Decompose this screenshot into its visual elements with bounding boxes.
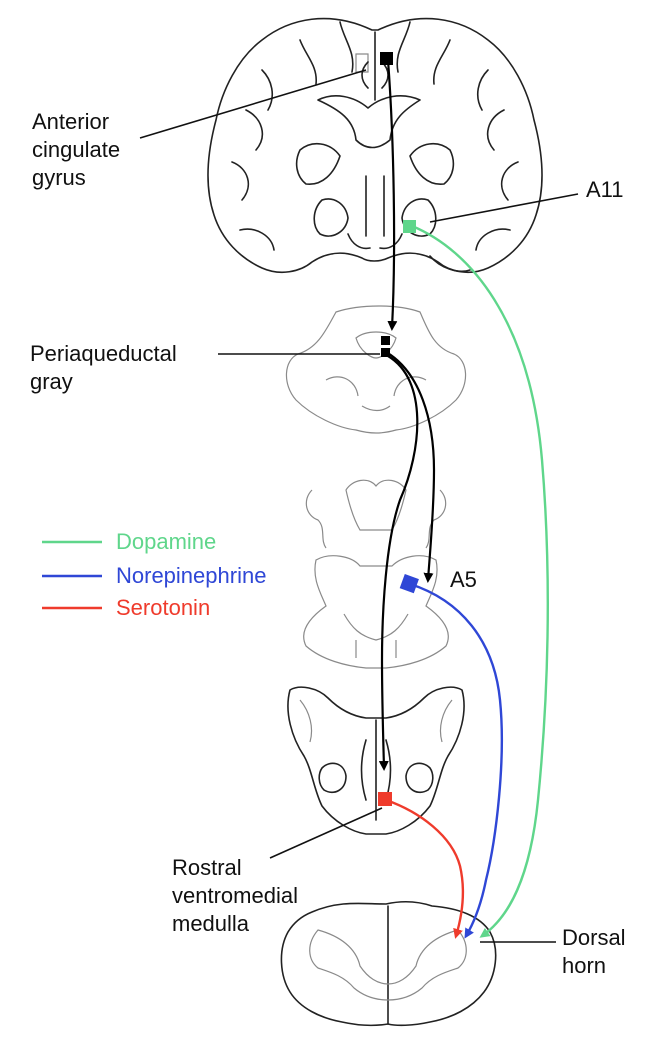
- label-pointers: [140, 70, 578, 942]
- pons-section: [304, 480, 449, 668]
- pag-marker-lower: [381, 348, 390, 357]
- a5-marker: [400, 574, 419, 593]
- legend-label-norepinephrine: Norepinephrine: [116, 563, 266, 589]
- spinal-cord-section: [281, 902, 495, 1025]
- brain-coronal-section: [208, 19, 542, 273]
- label-anterior-cingulate: Anterior cingulate gyrus: [32, 108, 120, 192]
- cingulate-marker: [380, 52, 393, 65]
- a11-marker: [403, 220, 416, 233]
- legend-swatches: [42, 542, 102, 608]
- label-dorsal-horn: Dorsal horn: [562, 924, 626, 980]
- legend-label-serotonin: Serotonin: [116, 595, 210, 621]
- pag-marker-upper: [381, 336, 390, 345]
- midbrain-section: [286, 306, 465, 433]
- pathway-norepinephrine: [410, 584, 502, 936]
- pointer-anterior-cingulate: [140, 70, 366, 138]
- legend-label-dopamine: Dopamine: [116, 529, 216, 555]
- rvm-marker: [378, 792, 392, 806]
- pathway-dopamine: [412, 226, 548, 936]
- pointer-rvm: [270, 808, 382, 858]
- nuclei-markers: [378, 52, 419, 806]
- label-a11: A11: [586, 176, 624, 204]
- pathways: [382, 60, 548, 936]
- pathway-serotonin: [386, 800, 463, 936]
- label-rvm: Rostral ventromedial medulla: [172, 854, 298, 938]
- label-a5: A5: [450, 566, 477, 594]
- pathway-pag-to-rvm: [382, 356, 417, 768]
- pointer-a11: [430, 194, 578, 222]
- medulla-section: [288, 687, 464, 834]
- pathway-cingulate-to-pag: [388, 60, 394, 328]
- label-pag: Periaqueductal gray: [30, 340, 177, 396]
